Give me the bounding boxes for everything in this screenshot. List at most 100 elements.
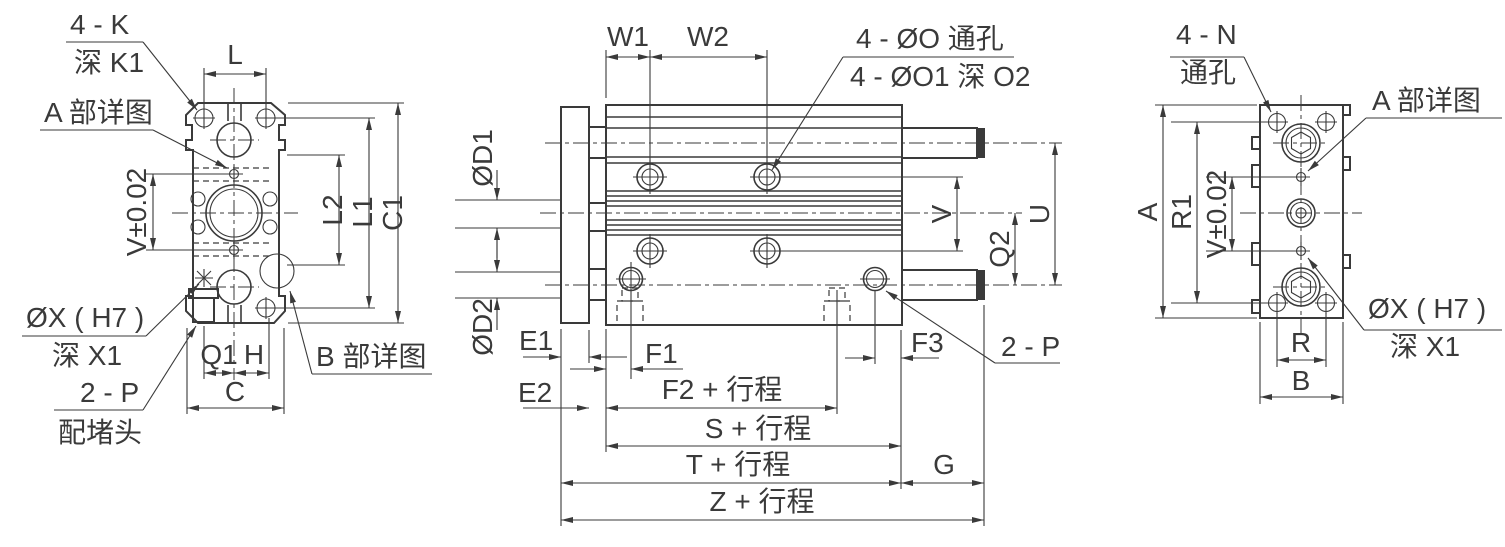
front-leader-4K: 4 - K 深 K1 <box>66 9 198 111</box>
end-dim-R1: R1 <box>1166 121 1266 304</box>
leader-O-text: 4 - ØO 通孔 <box>856 23 1004 54</box>
side-leader-2P: 2 - P <box>885 290 1060 364</box>
dim-label-D1: ØD1 <box>467 129 498 187</box>
dim-label-F3: F3 <box>911 327 944 358</box>
dim-label-D2: ØD2 <box>467 298 498 356</box>
leader-A-detail-end-text: A 部详图 <box>1372 85 1481 116</box>
end-leader-X-hole: ØX ( H7 ) 深 X1 <box>1307 257 1502 362</box>
side-dim-F1: F1 <box>570 338 683 372</box>
dim-label-G: G <box>933 449 955 480</box>
leader-2P-text: 2 - P <box>80 377 139 408</box>
dim-label-E2: E2 <box>518 377 552 408</box>
dim-label-C1: C1 <box>377 195 408 231</box>
side-leader-O-holes: 4 - ØO 通孔 4 - ØO1 深 O2 <box>771 23 1031 171</box>
leader-B-detail-text: B 部详图 <box>316 341 426 372</box>
front-view: L V±0.02 L2 L1 C1 <box>22 9 432 448</box>
dim-label-R1: R1 <box>1166 194 1197 230</box>
leader-2P-plug-text: 配堵头 <box>58 417 142 448</box>
leader-A-detail-text: A 部详图 <box>44 97 153 128</box>
end-rod-socket-bottom <box>1281 267 1321 307</box>
front-sensor-slots-hidden <box>193 167 271 257</box>
front-dim-V: V±0.02 <box>121 168 230 257</box>
dim-label-U: U <box>1024 204 1055 224</box>
dim-label-F2: F2 + 行程 <box>662 374 783 405</box>
dim-label-V-tol-end: V±0.02 <box>1201 170 1232 259</box>
end-view: A R1 V±0.02 R B 4 - N 通孔 <box>1132 19 1502 404</box>
side-dim-E2-F2: E2 F2 + 行程 <box>518 374 837 411</box>
leader-4N-text: 4 - N <box>1176 19 1237 50</box>
front-dim-Q1-H: Q1 H <box>200 318 270 379</box>
side-dim-V: V <box>782 176 963 252</box>
dim-label-L: L <box>227 39 243 70</box>
leader-2P-side-text: 2 - P <box>1001 331 1060 362</box>
dim-label-V-tol: V±0.02 <box>121 168 152 257</box>
side-ports <box>616 262 890 414</box>
front-dim-C1: C1 <box>288 102 408 324</box>
end-leader-4N: 4 - N 通孔 <box>1170 19 1272 113</box>
front-leader-X-hole: ØX ( H7 ) 深 X1 <box>22 283 200 371</box>
front-leader-A-detail: A 部详图 <box>40 97 228 169</box>
dim-label-R: R <box>1291 327 1311 358</box>
end-piston-rod <box>1286 198 1316 228</box>
dim-label-C: C <box>225 376 245 407</box>
dim-label-A: A <box>1132 202 1163 221</box>
front-dim-L2: L2 <box>287 154 348 266</box>
dim-label-T: T + 行程 <box>686 449 791 480</box>
side-dim-E1: E1 <box>519 325 627 363</box>
end-leader-A-detail: A 部详图 <box>1307 85 1502 172</box>
leader-4N-thru-text: 通孔 <box>1180 57 1236 88</box>
end-rod-socket-top <box>1281 123 1321 163</box>
leader-X-depth-end-text: 深 X1 <box>1390 331 1460 362</box>
end-corner-holes <box>1266 111 1337 314</box>
front-leader-B-detail: B 部详图 <box>289 290 432 375</box>
end-dim-R: R <box>1276 313 1327 367</box>
dim-label-W1: W1 <box>607 21 649 52</box>
dim-label-S: S + 行程 <box>705 413 812 444</box>
leader-X-text: ØX ( H7 ) <box>26 302 144 333</box>
end-dim-A: A <box>1132 104 1257 319</box>
dim-label-L2: L2 <box>317 194 348 225</box>
end-rail-tabs <box>1251 104 1351 314</box>
front-dim-C: C <box>186 328 285 414</box>
side-screw-holes <box>633 160 784 268</box>
side-dim-W1-W2: W1 W2 <box>605 21 768 162</box>
dim-label-Z: Z + 行程 <box>709 486 814 517</box>
side-flange <box>560 106 590 324</box>
front-rod-bores <box>216 103 252 323</box>
dim-label-Q2: Q2 <box>984 230 1015 267</box>
dim-label-B: B <box>1292 365 1311 396</box>
front-leader-2P: 2 - P 配堵头 <box>54 325 197 448</box>
dim-label-F1: F1 <box>645 338 678 369</box>
end-dim-B: B <box>1259 322 1344 404</box>
side-dim-Z: Z + 行程 <box>561 486 984 523</box>
side-dim-Q2: Q2 <box>984 213 1018 285</box>
leader-X-end-text: ØX ( H7 ) <box>1368 293 1486 324</box>
side-dim-T-G: T + 行程 G <box>560 305 985 526</box>
front-dim-L: L <box>203 39 267 107</box>
dim-label-H: H <box>244 339 264 370</box>
dim-label-W2: W2 <box>687 21 729 52</box>
side-dim-S: S + 行程 <box>605 329 902 489</box>
side-body <box>605 104 903 326</box>
leader-X-depth-text: 深 X1 <box>52 340 122 371</box>
side-dim-D1-D2: ØD1 ØD2 <box>455 129 561 356</box>
leader-4K-text: 4 - K <box>70 9 129 40</box>
dim-label-E1: E1 <box>519 325 553 356</box>
leader-4K-depth-text: 深 K1 <box>74 47 144 78</box>
side-dim-F3: F3 <box>845 327 944 361</box>
end-dim-V: V±0.02 <box>1201 170 1294 259</box>
side-view: W1 W2 4 - ØO 通孔 4 - ØO1 深 O2 ØD1 ØD2 V <box>455 21 1062 526</box>
dim-label-L1: L1 <box>347 196 378 227</box>
dim-label-V: V <box>926 204 957 223</box>
side-dim-U: U <box>1024 143 1058 285</box>
front-detail-b-circle <box>259 253 295 289</box>
leader-O1-depth-text: 4 - ØO1 深 O2 <box>850 61 1031 92</box>
front-outline <box>185 102 286 324</box>
end-detail-points <box>1292 168 1310 260</box>
front-dim-L1: L1 <box>277 117 378 309</box>
front-mount-screw-holes <box>193 107 277 319</box>
dim-label-Q1: Q1 <box>200 339 237 370</box>
side-guide-rods <box>901 127 985 301</box>
